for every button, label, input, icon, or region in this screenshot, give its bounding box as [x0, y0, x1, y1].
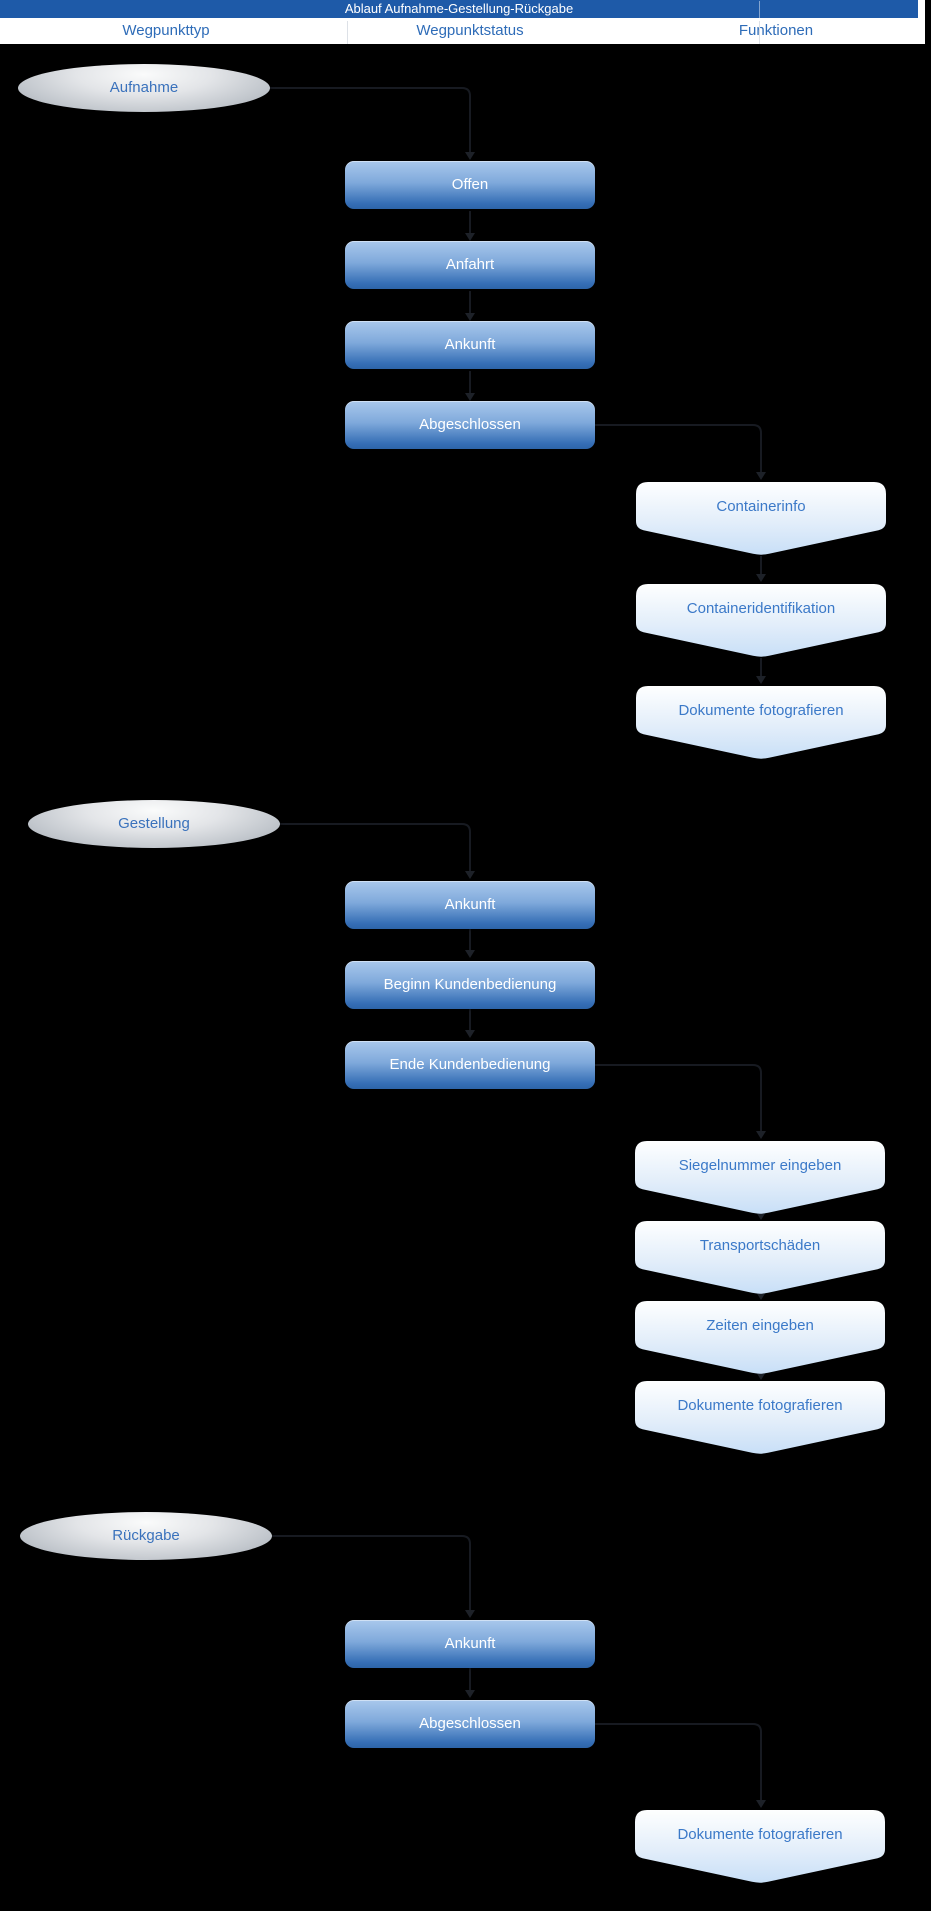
function-node-dokumente-fotografieren-aufnahme: Dokumente fotografieren — [636, 686, 886, 760]
status-label: Abgeschlossen — [419, 416, 521, 433]
function-node-siegelnummer-eingeben: Siegelnummer eingeben — [635, 1141, 885, 1215]
column-header-row: Wegpunkttyp Wegpunktstatus Funktionen — [0, 18, 918, 44]
function-label: Dokumente fotografieren — [677, 1397, 843, 1414]
diagram-title-bar: Ablauf Aufnahme-Gestellung-Rückgabe — [0, 0, 918, 18]
column-divider-titlebar — [759, 1, 760, 18]
status-label: Ankunft — [444, 1635, 496, 1652]
function-label: Dokumente fotografieren — [678, 702, 844, 719]
function-node-transportschaeden: Transportschäden — [635, 1221, 885, 1295]
status-node-ende-kundenbedienung: Ende Kundenbedienung — [345, 1041, 595, 1089]
status-node-ankunft: Ankunft — [345, 321, 595, 369]
function-shape — [635, 1810, 885, 1883]
function-shape — [635, 1141, 885, 1214]
status-label: Ankunft — [444, 336, 496, 353]
status-label: Beginn Kundenbedienung — [383, 976, 557, 993]
function-node-zeiten-eingeben: Zeiten eingeben — [635, 1301, 885, 1375]
function-shape — [635, 1301, 885, 1374]
status-node-offen: Offen — [345, 161, 595, 209]
status-label: Ankunft — [444, 896, 496, 913]
column-divider — [347, 21, 348, 44]
function-shape — [636, 584, 886, 657]
waypoint-label: Rückgabe — [112, 1527, 180, 1544]
status-node-anfahrt: Anfahrt — [345, 241, 595, 289]
column-label-wegpunktstatus: Wegpunktstatus — [416, 22, 524, 39]
function-node-containerinfo: Containerinfo — [636, 482, 886, 556]
status-label: Anfahrt — [445, 256, 495, 273]
diagram-title: Ablauf Aufnahme-Gestellung-Rückgabe — [344, 1, 574, 16]
waypoint-ellipse-gestellung: Gestellung — [28, 800, 280, 848]
function-node-containeridentifikation: Containeridentifikation — [636, 584, 886, 658]
function-label: Transportschäden — [699, 1237, 821, 1254]
function-node-dokumente-fotografieren-rueckgabe: Dokumente fotografieren — [635, 1810, 885, 1884]
status-label: Offen — [451, 176, 489, 193]
status-node-ankunft-rueckgabe: Ankunft — [345, 1620, 595, 1668]
status-node-ankunft-gestellung: Ankunft — [345, 881, 595, 929]
waypoint-label: Aufnahme — [109, 79, 179, 96]
status-node-abgeschlossen: Abgeschlossen — [345, 401, 595, 449]
waypoint-label: Gestellung — [118, 815, 190, 832]
column-label-funktionen: Funktionen — [738, 22, 814, 39]
function-label: Zeiten eingeben — [706, 1317, 814, 1334]
function-shape — [635, 1221, 885, 1294]
function-shape — [636, 482, 886, 555]
function-label: Dokumente fotografieren — [677, 1826, 843, 1843]
status-label: Ende Kundenbedienung — [389, 1056, 551, 1073]
function-node-dokumente-fotografieren-gestellung: Dokumente fotografieren — [635, 1381, 885, 1455]
function-label: Siegelnummer eingeben — [678, 1157, 842, 1174]
column-divider — [759, 21, 760, 44]
function-shape — [636, 686, 886, 759]
status-node-beginn-kundenbedienung: Beginn Kundenbedienung — [345, 961, 595, 1009]
function-label: Containeridentifikation — [686, 600, 836, 617]
waypoint-ellipse-rueckgabe: Rückgabe — [20, 1512, 272, 1560]
column-label-wegpunkttyp: Wegpunkttyp — [122, 22, 210, 39]
header-right-border — [918, 0, 925, 44]
status-node-abgeschlossen-rueckgabe: Abgeschlossen — [345, 1700, 595, 1748]
function-label: Containerinfo — [716, 498, 806, 515]
status-label: Abgeschlossen — [419, 1715, 521, 1732]
function-shape — [635, 1381, 885, 1454]
waypoint-ellipse-aufnahme: Aufnahme — [18, 64, 270, 112]
